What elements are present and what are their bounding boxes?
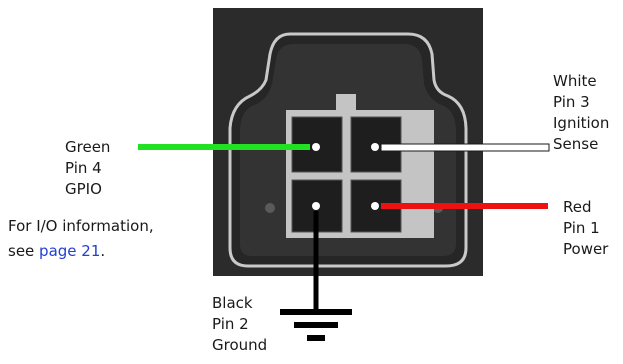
- label-pin-1-line-3: Power: [563, 240, 609, 258]
- io-info-note: For I/O information, see page 21.: [8, 216, 154, 262]
- label-pin-4-line-2: Pin 4: [65, 159, 102, 177]
- pin-contact-1: [371, 202, 379, 210]
- label-pin-3-line-1: White: [553, 72, 597, 90]
- io-info-note-line-1: For I/O information,: [8, 217, 154, 235]
- label-pin-3: White Pin 3 Ignition Sense: [553, 71, 609, 155]
- pin-contact-4: [312, 143, 320, 151]
- label-pin-3-line-4: Sense: [553, 135, 599, 153]
- page-21-link[interactable]: page 21: [39, 242, 101, 260]
- label-pin-4: Green Pin 4 GPIO: [65, 137, 110, 200]
- label-pin-3-line-3: Ignition: [553, 114, 610, 132]
- io-info-note-line-2: see page 21.: [8, 241, 154, 262]
- io-info-note-suffix: .: [100, 242, 106, 260]
- ground-icon: [280, 309, 352, 341]
- io-info-note-prefix: see: [8, 242, 40, 260]
- pin-contact-3: [371, 143, 379, 151]
- label-pin-2-line-1: Black: [212, 294, 253, 312]
- label-pin-2-line-2: Pin 2: [212, 315, 249, 333]
- label-pin-4-line-1: Green: [65, 138, 111, 156]
- label-pin-2-line-3: Ground: [212, 336, 268, 354]
- connector-latch: [336, 94, 356, 110]
- label-pin-2: Black Pin 2 Ground: [212, 293, 267, 356]
- pin-contact-2: [312, 202, 320, 210]
- label-pin-1-line-1: Red: [563, 198, 592, 216]
- label-pin-1-line-2: Pin 1: [563, 219, 600, 237]
- label-pin-3-line-2: Pin 3: [553, 93, 590, 111]
- label-pin-1: Red Pin 1 Power: [563, 197, 608, 260]
- label-pin-4-line-3: GPIO: [65, 180, 102, 198]
- screw-left: [265, 203, 275, 213]
- wire-white-pin-3: [380, 143, 550, 152]
